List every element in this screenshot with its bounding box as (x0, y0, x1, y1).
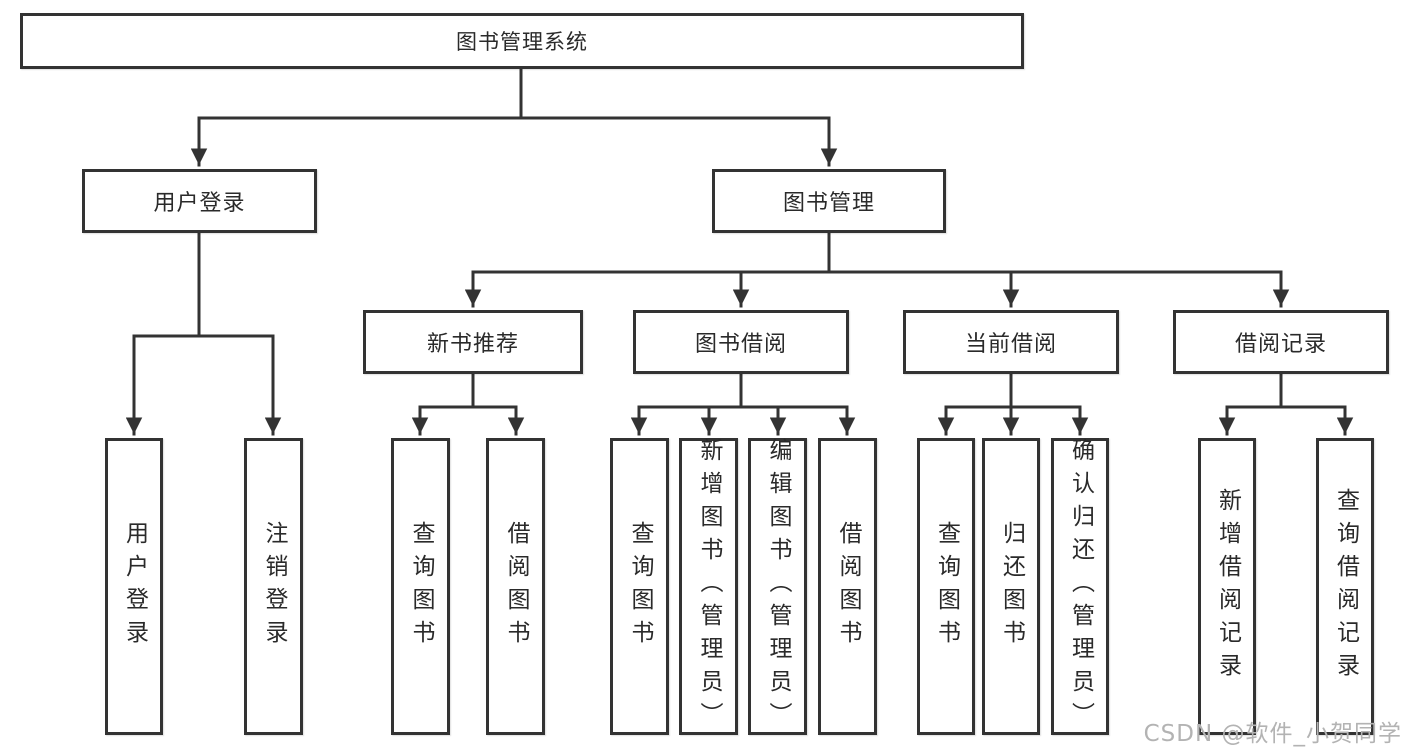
node-root: 图书管理系统 (20, 13, 1024, 69)
node-new-book-recommend: 新书推荐 (363, 310, 583, 374)
node-current-borrow: 当前借阅 (903, 310, 1119, 374)
node-borrow-records-label: 借阅记录 (1234, 332, 1327, 357)
leaf-return-books: 归还图书 (982, 438, 1040, 735)
leaf-borrow-books: 借阅图书 (818, 438, 877, 735)
leaf-borrow-books-label: 借阅图书 (835, 520, 861, 653)
node-new-book-recommend-label: 新书推荐 (426, 332, 519, 357)
leaf-edit-books-admin-label: 编辑图书（管理员） (765, 438, 791, 735)
leaf-user-login-label: 用户登录 (121, 520, 148, 653)
node-current-borrow-label: 当前借阅 (964, 332, 1057, 357)
leaf-add-books-admin: 新增图书（管理员） (679, 438, 738, 735)
leaf-query-borrow-record: 查询借阅记录 (1316, 438, 1374, 735)
leaf-user-login: 用户登录 (105, 438, 163, 735)
leaf-query-borrow-record-label: 查询借阅记录 (1332, 487, 1359, 686)
leaf-newbook-query-books-label: 查询图书 (408, 520, 434, 653)
leaf-edit-books-admin: 编辑图书（管理员） (748, 438, 807, 735)
node-root-label: 图书管理系统 (456, 30, 588, 54)
leaf-return-books-label: 归还图书 (998, 520, 1025, 653)
leaf-newbook-borrow-books: 借阅图书 (486, 438, 545, 735)
leaf-borrow-query-books: 查询图书 (610, 438, 669, 735)
node-book-management: 图书管理 (712, 169, 946, 233)
leaf-current-query-books: 查询图书 (917, 438, 975, 735)
leaf-newbook-borrow-books-label: 借阅图书 (503, 520, 529, 653)
node-book-borrow-label: 图书借阅 (694, 332, 787, 357)
csdn-watermark: CSDN @软件_小贺同学 (1143, 721, 1402, 747)
leaf-add-borrow-record-label: 新增借阅记录 (1214, 487, 1241, 686)
node-book-management-label: 图书管理 (782, 191, 875, 216)
node-user-login-label: 用户登录 (153, 191, 246, 216)
leaf-confirm-return-admin-label: 确认归还（管理员） (1067, 438, 1094, 735)
leaf-logout: 注销登录 (244, 438, 303, 735)
leaf-current-query-books-label: 查询图书 (933, 520, 960, 653)
leaf-add-borrow-record: 新增借阅记录 (1198, 438, 1256, 735)
leaf-newbook-query-books: 查询图书 (391, 438, 450, 735)
leaf-add-books-admin-label: 新增图书（管理员） (696, 438, 722, 735)
node-user-login: 用户登录 (82, 169, 317, 233)
leaf-confirm-return-admin: 确认归还（管理员） (1051, 438, 1109, 735)
leaf-logout-label: 注销登录 (261, 520, 287, 653)
node-book-borrow: 图书借阅 (633, 310, 849, 374)
node-borrow-records: 借阅记录 (1173, 310, 1389, 374)
leaf-borrow-query-books-label: 查询图书 (627, 520, 653, 653)
